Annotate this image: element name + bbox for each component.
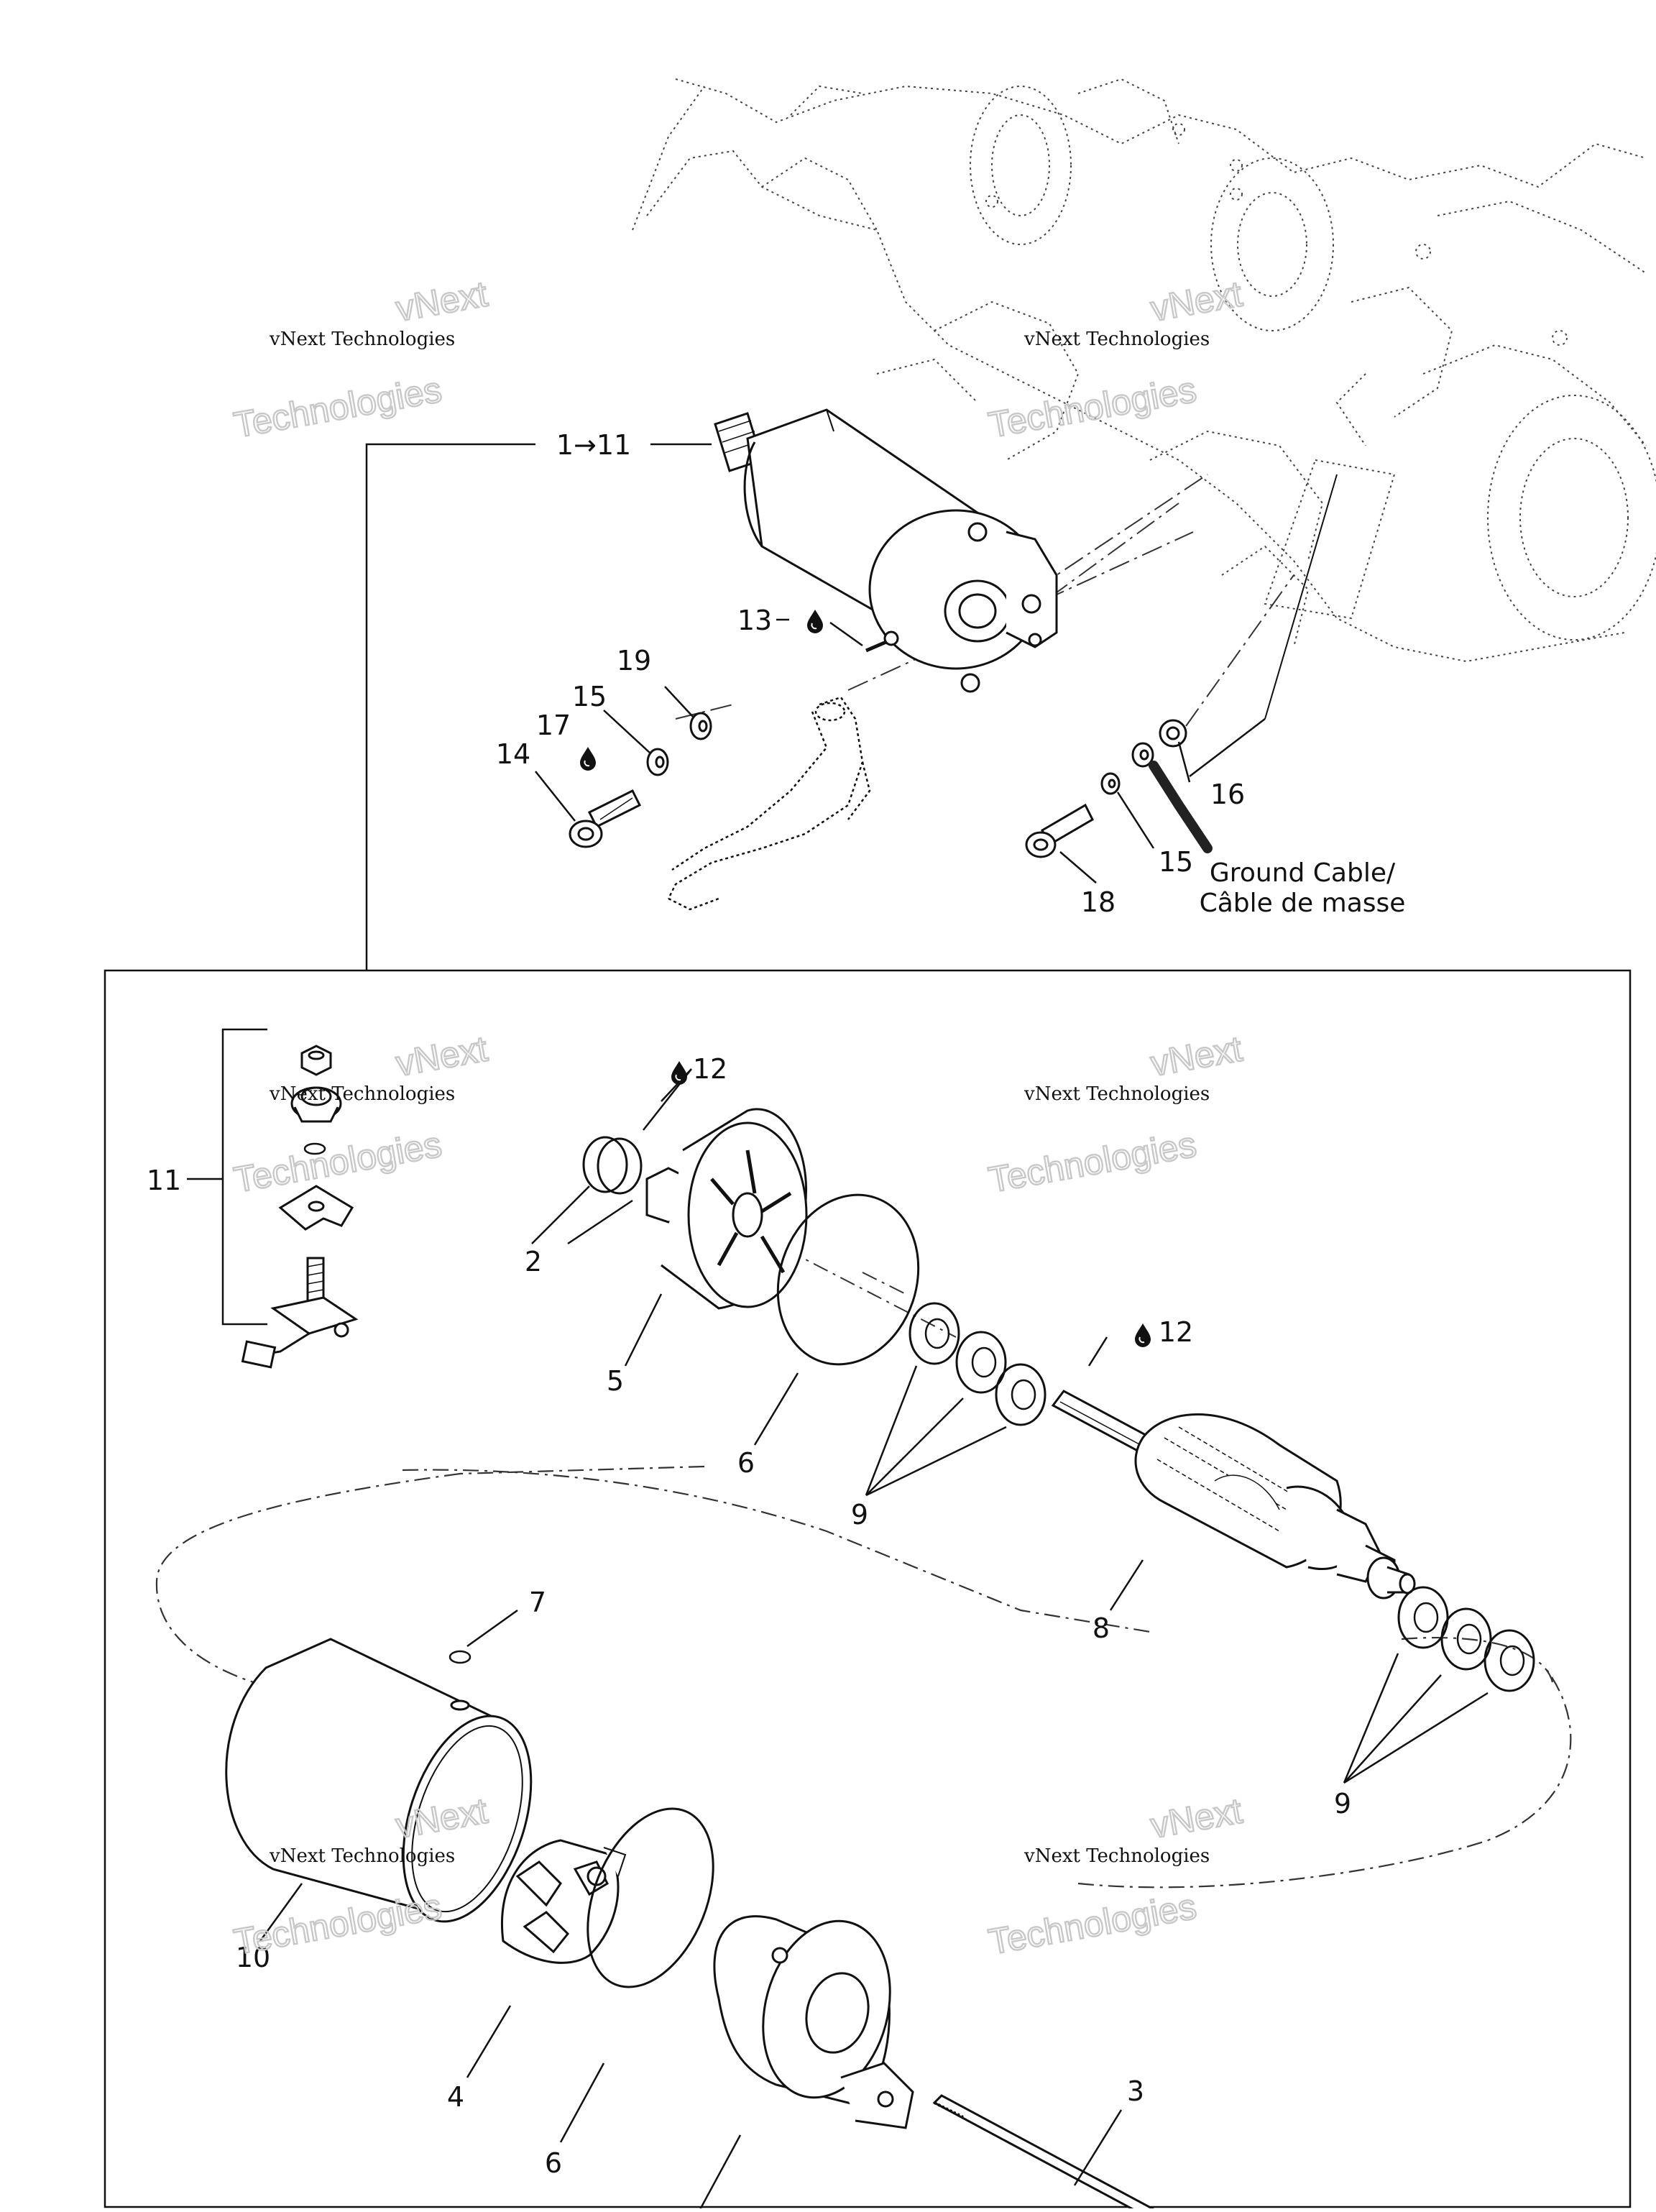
svg-text:Technologies: Technologies [231, 370, 444, 446]
callout-12-right: 12 [1159, 1316, 1193, 1348]
svg-text:vNext: vNext [1148, 1790, 1246, 1845]
callout-assembly-range: 1→11 [556, 429, 631, 461]
callout-9-right: 9 [1334, 1788, 1351, 1819]
o-ring-6-low [586, 1807, 714, 1988]
callout-18: 18 [1081, 886, 1116, 918]
drop-icon [671, 1060, 688, 1086]
callout-4: 4 [447, 2081, 464, 2113]
o-ring-11 [303, 1142, 326, 1155]
callout-12-top: 12 [693, 1053, 727, 1085]
insulator-11 [290, 1086, 342, 1123]
starter-bracket [667, 696, 871, 911]
svg-text:vNext Technologies: vNext Technologies [269, 1845, 455, 1867]
svg-text:vNext Technologies: vNext Technologies [1024, 1083, 1210, 1105]
svg-text:vNext Technologies: vNext Technologies [269, 1083, 455, 1105]
brush-holder-4 [501, 1839, 627, 1964]
nut-11 [300, 1045, 332, 1076]
callout-11: 11 [147, 1165, 181, 1196]
callout-13: 13 [737, 605, 772, 636]
watermark: vNext vNext Technologies Technologies [230, 1027, 491, 1201]
svg-text:vNext Technologies: vNext Technologies [1024, 1845, 1210, 1867]
lower-leader-lines [259, 1068, 1489, 2212]
starter-assembly-top [714, 408, 1058, 693]
o-ring-7 [448, 1650, 472, 1664]
ring-terminal [1131, 742, 1154, 768]
drop-icon [1134, 1323, 1151, 1348]
callout-16: 16 [1210, 779, 1245, 810]
callout-19: 19 [617, 645, 651, 676]
watermark: vNext vNext Technologies Technologies [985, 1789, 1246, 1963]
callout-5: 5 [607, 1365, 624, 1397]
watermark: vNext vNext Technologies Technologies [230, 272, 491, 446]
svg-text:vNext: vNext [393, 1028, 491, 1083]
through-bolt-3 [932, 2094, 1162, 2212]
callout-7: 7 [529, 1587, 546, 1618]
callout-6-mid: 6 [737, 1447, 755, 1479]
callout-8: 8 [1092, 1612, 1110, 1644]
washer-19 [689, 712, 712, 740]
top-leader-lines [365, 443, 1338, 970]
callout-10: 10 [236, 1942, 270, 1973]
svg-text:vNext Technologies: vNext Technologies [1024, 329, 1210, 350]
svg-text:Technologies: Technologies [231, 1886, 444, 1963]
plate-11 [278, 1185, 354, 1231]
armature-8 [1051, 1390, 1416, 1600]
svg-text:Technologies: Technologies [231, 1124, 444, 1201]
callout-9-mid: 9 [851, 1499, 868, 1530]
callout-15-top: 15 [572, 681, 607, 712]
callout-14: 14 [496, 738, 530, 770]
bolt-18 [1025, 803, 1094, 858]
item-11-bracket [187, 1028, 267, 1326]
ground-cable-label-en: Ground Cable/ [1210, 858, 1396, 888]
svg-text:Technologies: Technologies [985, 1124, 1199, 1201]
svg-text:vNext Technologies: vNext Technologies [269, 329, 455, 350]
ground-cable [1149, 761, 1213, 853]
drop-icon [806, 609, 824, 634]
bolt-14 [569, 789, 642, 848]
o-ring-6-mid [776, 1193, 920, 1366]
washer-15-right [1100, 772, 1121, 795]
callout-17: 17 [536, 710, 571, 741]
callout-15-right: 15 [1159, 846, 1193, 878]
o-rings-2 [582, 1136, 643, 1195]
svg-text:vNext: vNext [1148, 273, 1246, 329]
svg-text:vNext: vNext [1148, 1028, 1246, 1083]
watermark: vNext vNext Technologies Technologies [985, 1027, 1246, 1201]
front-bracket-5 [645, 1108, 808, 1310]
callout-3: 3 [1127, 2075, 1144, 2107]
assembly-loop [155, 1465, 1572, 1889]
terminal-bolt-11 [241, 1257, 359, 1369]
washer-15-top [646, 748, 669, 776]
washers-9-mid [908, 1302, 1046, 1426]
svg-text:vNext: vNext [393, 273, 491, 329]
nut-16 [1159, 719, 1187, 748]
yoke-10 [225, 1638, 533, 1923]
callout-2: 2 [525, 1246, 542, 1277]
watermark: vNext vNext Technologies Technologies [985, 272, 1246, 446]
drop-icon [579, 746, 597, 771]
svg-text:Technologies: Technologies [985, 1886, 1199, 1963]
callout-6-low: 6 [545, 2147, 562, 2179]
ground-cable-label-fr: Câble de masse [1200, 889, 1406, 918]
svg-text:Technologies: Technologies [985, 370, 1199, 446]
engine-case-outline [632, 78, 1656, 663]
exploded-view-frame [104, 969, 1632, 2208]
end-cover-1 [713, 1915, 914, 2129]
